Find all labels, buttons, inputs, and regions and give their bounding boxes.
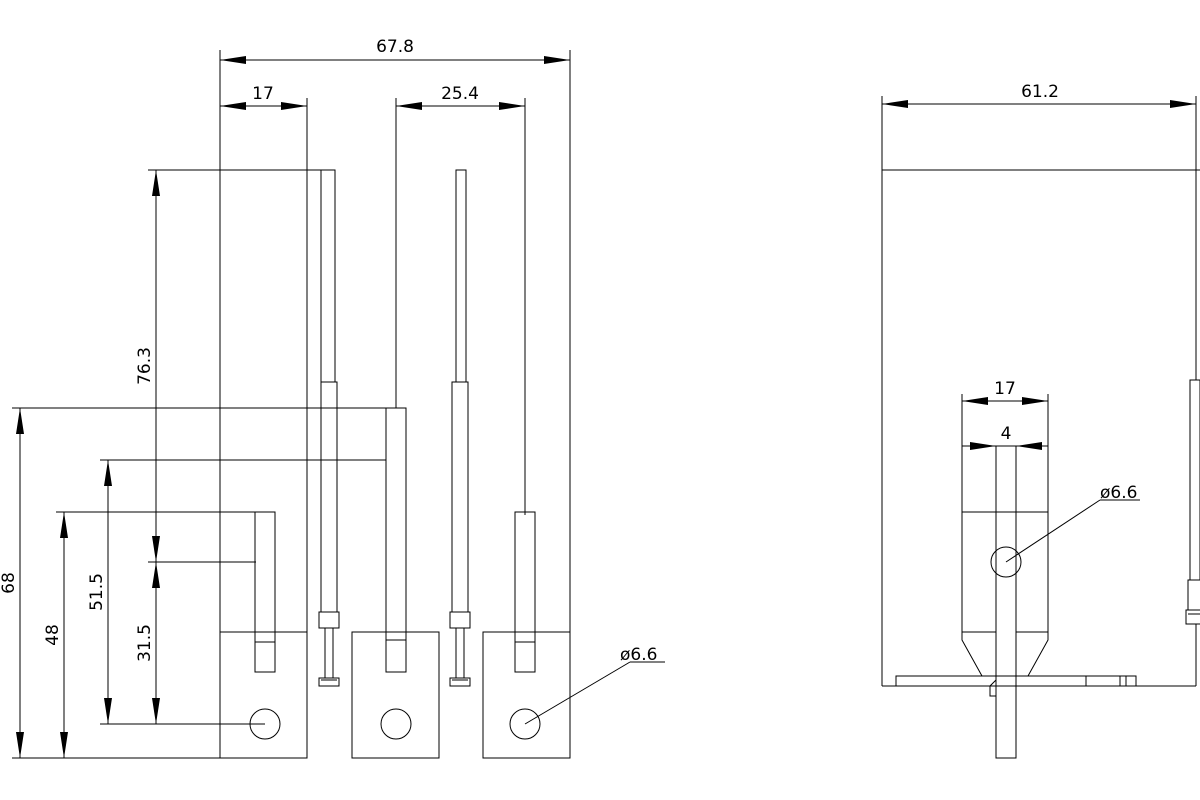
- dim-text-pitch: 25.4: [441, 84, 479, 104]
- side-view: 61.2 17 4: [881, 82, 1200, 759]
- dim-hole-dia-side: ø6.6: [1005, 483, 1140, 563]
- dim-text-side-overall-width: 61.2: [1021, 82, 1059, 102]
- dim-pitch: 25.4: [396, 84, 525, 110]
- terminal-3: [482, 511, 571, 759]
- dim-text-height-76-3: 76.3: [135, 347, 155, 385]
- dim-text-side-tab-width: 17: [994, 379, 1016, 399]
- dim-side-overall-width: 61.2: [882, 82, 1196, 108]
- dim-side-tab-width: 17: [962, 379, 1048, 405]
- dim-text-left-width: 17: [252, 84, 274, 104]
- dim-text-hole-dia-side: ø6.6: [1100, 483, 1137, 503]
- terminal-2: [351, 169, 471, 759]
- front-extension-lines: [12, 50, 571, 759]
- dim-height-51-5: 51.5: [87, 460, 112, 724]
- dim-text-height-31-5: 31.5: [135, 624, 155, 662]
- dim-left-width: 17: [220, 84, 307, 110]
- front-view: 67.8 17 25.4 68 48: [0, 37, 665, 759]
- dim-overall-width: 67.8: [220, 37, 570, 64]
- dim-text-hole-dia-front: ø6.6: [620, 645, 657, 665]
- dim-height-76-3: 76.3: [135, 170, 160, 562]
- dim-overall-height: 68: [0, 408, 24, 758]
- dim-text-overall-width: 67.8: [376, 37, 414, 57]
- side-extension-lines: [881, 96, 1200, 686]
- dim-height-31-5: 31.5: [135, 562, 160, 724]
- side-body: [882, 379, 1200, 759]
- dim-text-side-pin-width: 4: [1001, 424, 1012, 444]
- terminal-1: [219, 169, 340, 759]
- dim-text-overall-height: 68: [0, 572, 19, 594]
- dim-hole-dia-front: ø6.6: [524, 645, 665, 725]
- dim-height-48: 48: [43, 512, 68, 758]
- dim-text-height-48: 48: [43, 624, 63, 646]
- dim-text-height-51-5: 51.5: [87, 573, 107, 611]
